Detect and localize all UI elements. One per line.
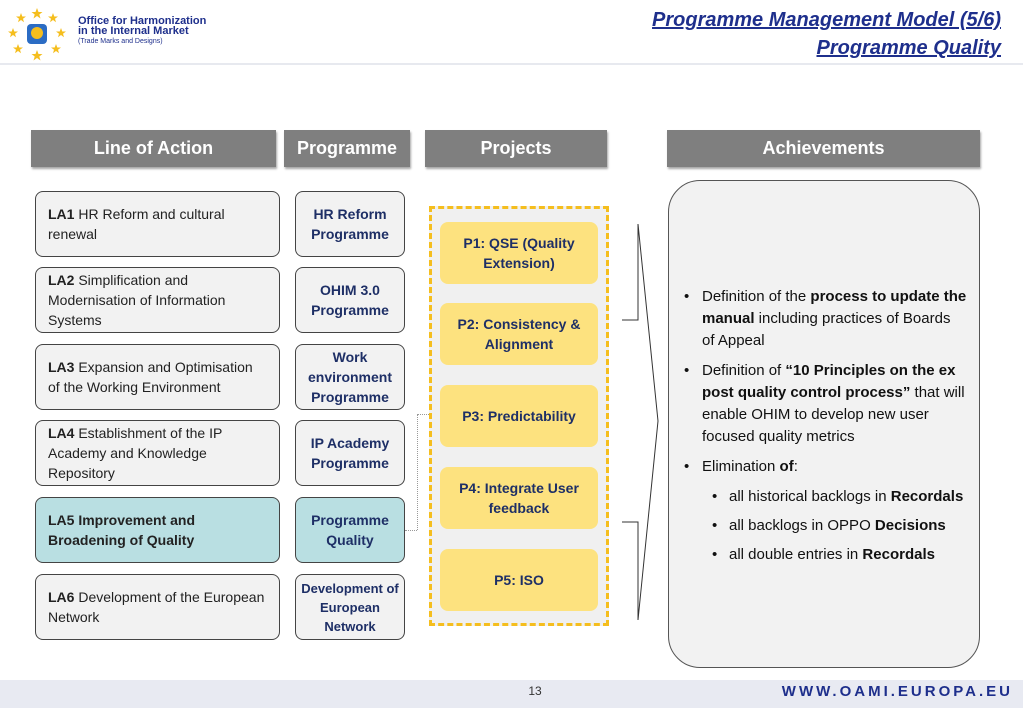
achievements-list: • Definition of the process to update th… — [682, 286, 967, 573]
slide-title-line2: Programme Quality — [816, 37, 1001, 59]
programme-hr-reform: HR Reform Programme — [295, 191, 405, 257]
line-of-action-la3: LA3 Expansion and Optimisation of the Wo… — [35, 344, 280, 410]
achievement-item: • Elimination of: — [682, 456, 967, 478]
column-header-achievements: Achievements — [667, 130, 980, 167]
achievement-emphasis: of — [779, 458, 794, 475]
org-name-subtitle: (Trade Marks and Designs) — [78, 38, 163, 45]
programme-quality: Programme Quality — [295, 497, 405, 563]
achievement-text: all double entries in — [729, 546, 863, 563]
project-p5: P5: ISO — [440, 549, 598, 611]
project-p2: P2: Consistency & Alignment — [440, 303, 598, 365]
achievements-panel — [668, 180, 980, 668]
la-code: LA3 — [48, 359, 75, 375]
line-of-action-la4: LA4 Establishment of the IP Academy and … — [35, 420, 280, 486]
achievement-subitem: • all double entries in Recordals — [682, 544, 967, 566]
la-text: Improvement and Broadening of Quality — [48, 512, 196, 548]
bullet-icon: • — [684, 288, 690, 305]
bullet-icon: • — [712, 517, 718, 534]
connector-line — [405, 530, 417, 531]
line-of-action-la2: LA2 Simplification and Modernisation of … — [35, 267, 280, 333]
achievement-text: including practices of Boards of Appeal — [702, 310, 951, 349]
organization-name: Office for Harmonization in the Internal… — [78, 16, 206, 47]
slide-title: Programme Management Model (5/6) Program… — [652, 6, 1001, 62]
org-name-line2: in the Internal Market — [78, 25, 189, 37]
achievement-text: that will enable OHIM to develop new use… — [702, 384, 965, 445]
achievement-item: • Definition of “10 Principles on the ex… — [682, 360, 967, 448]
la-code: LA4 — [48, 425, 75, 441]
page-number: 13 — [528, 684, 542, 698]
la-text: Expansion and Optimisation of the Workin… — [48, 359, 253, 395]
programme-ip-academy: IP Academy Programme — [295, 420, 405, 486]
achievement-emphasis: process to update the manual — [702, 288, 967, 327]
la-code: LA6 — [48, 589, 75, 605]
la-text: Development of the European Network — [48, 589, 265, 625]
project-p3: P3: Predictability — [440, 385, 598, 447]
programme-european-network: Development of European Network — [295, 574, 405, 640]
bullet-icon: • — [712, 546, 718, 563]
achievement-subitem: • all backlogs in OPPO Decisions — [682, 515, 967, 537]
footer-bar — [0, 680, 1023, 708]
top-divider — [0, 63, 1023, 65]
website-url[interactable]: WWW.OAMI.EUROPA.EU — [781, 683, 1013, 700]
la-code: LA2 — [48, 272, 75, 288]
slide-title-line1: Programme Management Model (5/6) — [652, 9, 1001, 31]
la-code: LA1 — [48, 206, 75, 222]
la-code: LA5 — [48, 512, 75, 528]
bullet-icon: • — [684, 458, 690, 475]
achievement-emphasis: Decisions — [874, 517, 946, 534]
programme-ohim-3: OHIM 3.0 Programme — [295, 267, 405, 333]
achievement-emphasis: “10 Principles on the ex post quality co… — [702, 362, 956, 401]
achievement-subitem: • all historical backlogs in Recordals — [682, 486, 967, 508]
line-of-action-la1: LA1 HR Reform and cultural renewal — [35, 191, 280, 257]
achievement-text: Elimination — [702, 458, 780, 475]
achievement-text: all historical backlogs in — [729, 488, 891, 505]
la-text: HR Reform and cultural renewal — [48, 206, 225, 242]
achievement-text: Definition of the — [702, 288, 811, 305]
achievement-text: Definition of — [702, 362, 786, 379]
right-arrow-icon — [622, 223, 659, 621]
bullet-icon: • — [712, 488, 718, 505]
org-name-line1: Office for Harmonization — [78, 15, 207, 27]
column-header-projects: Projects — [425, 130, 607, 167]
la-text: Establishment of the IP Academy and Know… — [48, 425, 223, 481]
project-p4: P4: Integrate User feedback — [440, 467, 598, 529]
bullet-icon: • — [684, 362, 690, 379]
la-text: Simplification and Modernisation of Info… — [48, 272, 226, 328]
project-p1: P1: QSE (Quality Extension) — [440, 222, 598, 284]
connector-line — [417, 414, 429, 415]
achievement-text: all backlogs in OPPO — [729, 517, 875, 534]
top-bar — [0, 0, 1023, 63]
achievement-item: • Definition of the process to update th… — [682, 286, 967, 352]
ohim-logo-icon — [8, 8, 66, 61]
achievement-emphasis: Recordals — [862, 546, 935, 563]
achievement-emphasis: Recordals — [890, 488, 964, 505]
column-header-programme: Programme — [284, 130, 410, 167]
achievement-text: : — [793, 458, 798, 475]
column-header-line-of-action: Line of Action — [31, 130, 276, 167]
connector-line — [417, 414, 418, 530]
line-of-action-la5: LA5 Improvement and Broadening of Qualit… — [35, 497, 280, 563]
programme-work-environment: Work environment Programme — [295, 344, 405, 410]
line-of-action-la6: LA6 Development of the European Network — [35, 574, 280, 640]
